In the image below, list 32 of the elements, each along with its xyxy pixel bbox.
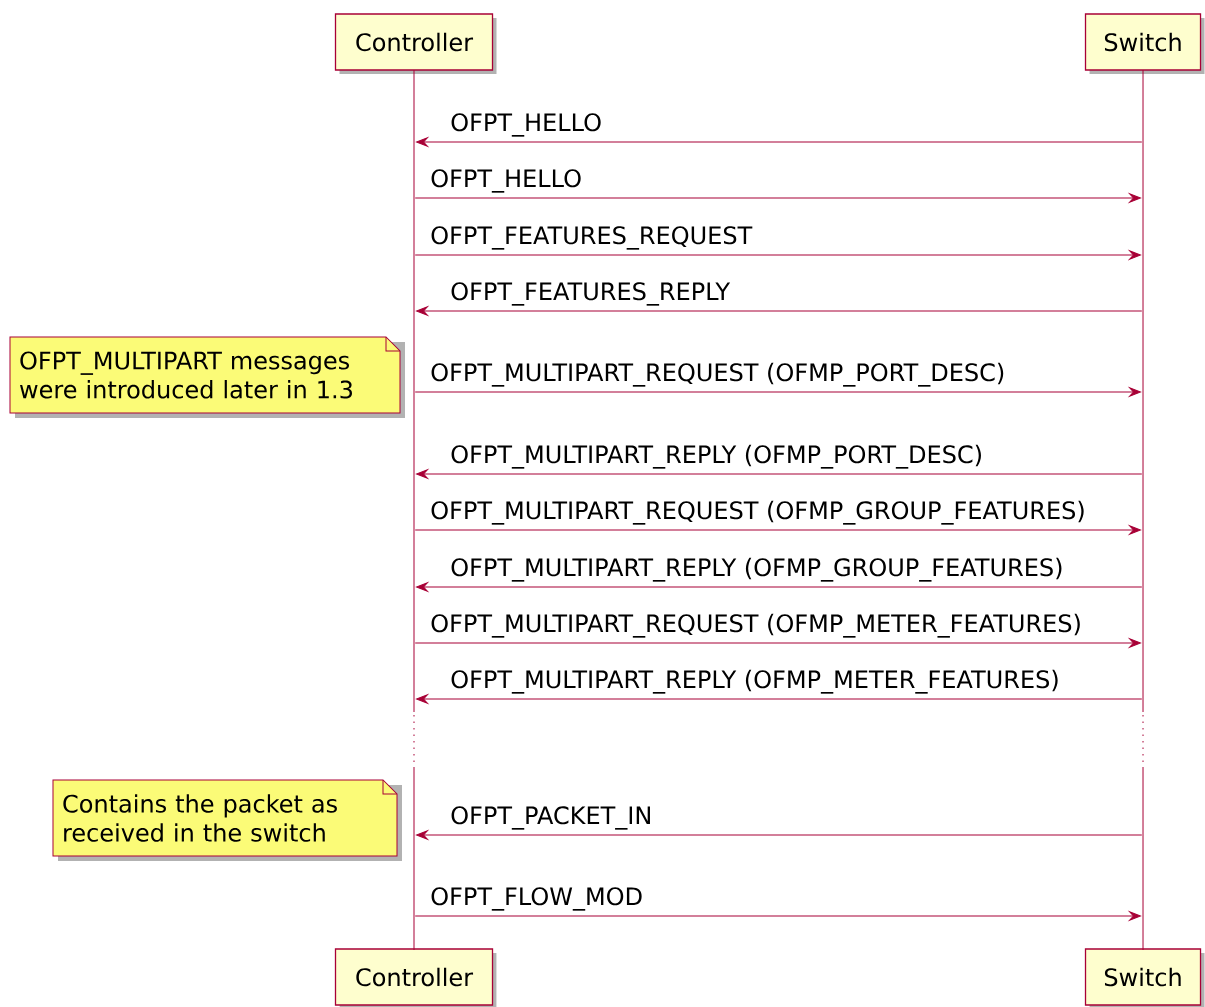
edge-label: OFPT_HELLO xyxy=(451,113,601,137)
participant-box: Switch xyxy=(1084,13,1205,74)
edge-label: OFPT_MULTIPART_REPLY (OFMP_METER_FEATURES) xyxy=(451,669,1058,694)
edge-label: OFPT_PACKET_IN xyxy=(451,806,650,830)
participant-box: Controller xyxy=(334,948,497,1007)
message-arrow xyxy=(416,137,1143,147)
edge-label: OFPT_MULTIPART_REQUEST (OFMP_GROUP_FEATURES) xyxy=(431,500,1084,525)
edge-label: OFPT_MULTIPART_REQUEST (OFMP_PORT_DESC) xyxy=(431,362,1004,387)
edge-label: OFPT_FEATURES_REQUEST xyxy=(431,226,753,250)
edge-label: OFPT_MULTIPART_REPLY (OFMP_GROUP_FEATURES) xyxy=(451,557,1062,582)
message-arrow xyxy=(416,469,1143,479)
message-arrow xyxy=(416,306,1143,316)
message-arrow xyxy=(414,193,1141,203)
message-arrow xyxy=(414,911,1141,921)
message-arrow xyxy=(414,387,1141,397)
message-arrow xyxy=(414,250,1141,260)
edge-label: OFPT_MULTIPART_REQUEST (OFMP_METER_FEATURES) xyxy=(431,613,1080,638)
edge-label: OFPT_FLOW_MOD xyxy=(431,887,642,911)
participant-box: Switch xyxy=(1084,948,1205,1007)
lifeline xyxy=(413,69,415,951)
edge-label: OFPT_HELLO xyxy=(431,169,581,193)
note-box: OFPT_MULTIPART messages were introduced later in 1.3 xyxy=(9,336,405,418)
message-arrow xyxy=(416,582,1143,592)
edge-label: OFPT_MULTIPART_REPLY (OFMP_PORT_DESC) xyxy=(451,444,981,469)
message-arrow xyxy=(416,830,1143,840)
lifeline xyxy=(1142,69,1144,951)
note-box: Contains the packet as received in the switch xyxy=(52,779,402,861)
message-arrow xyxy=(414,638,1141,648)
message-arrow xyxy=(414,525,1141,535)
participant-box: Controller xyxy=(334,13,497,74)
message-arrow xyxy=(416,694,1143,704)
edge-label: OFPT_FEATURES_REPLY xyxy=(451,282,731,306)
